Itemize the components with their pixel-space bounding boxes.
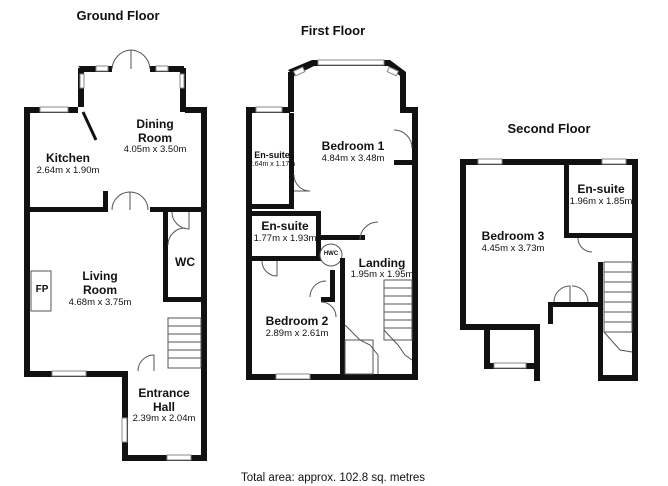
room-label-bedroom-1: Bedroom 1 — [321, 139, 385, 153]
second-floor-heading: Second Floor — [507, 121, 591, 136]
room-label-wc: WC — [175, 255, 195, 269]
room-label-kitchen: Kitchen — [45, 151, 91, 165]
room-dim-ensuite-3: 1.96m x 1.85m — [569, 196, 633, 207]
room-dim-dining: 4.05m x 3.50m — [123, 144, 187, 155]
room-label-bedroom-2: Bedroom 2 — [265, 314, 329, 328]
room-label-ensuite-1: En-suite — [254, 150, 290, 160]
hwc-label: HWC — [323, 251, 339, 257]
first-floor-heading: First Floor — [300, 23, 366, 38]
room-dim-living: 4.68m x 3.75m — [68, 297, 132, 308]
fireplace-label: FP — [35, 284, 49, 295]
total-area: Total area: approx. 102.8 sq. metres — [240, 472, 426, 484]
first-floor-plan — [246, 59, 418, 380]
room-dim-landing: 1.95m x 1.95m — [350, 269, 414, 280]
ground-floor-plan — [24, 49, 207, 461]
room-label-ensuite-2: En-suite — [261, 219, 309, 233]
room-dim-bedroom-3: 4.45m x 3.73m — [481, 243, 545, 254]
room-label-dining: Dining Room — [136, 117, 174, 145]
room-dim-hall: 2.39m x 2.04m — [132, 413, 196, 424]
room-dim-bedroom-1: 4.84m x 3.48m — [321, 153, 385, 164]
room-dim-kitchen: 2.64m x 1.90m — [36, 165, 100, 176]
room-label-bedroom-3: Bedroom 3 — [481, 229, 545, 243]
room-label-hall: Entrance Hall — [138, 386, 190, 414]
ground-floor-heading: Ground Floor — [76, 8, 160, 23]
room-dim-ensuite-1: 2.64m x 1.17m — [248, 161, 296, 168]
room-dim-bedroom-2: 2.89m x 2.61m — [265, 328, 329, 339]
room-label-ensuite-3: En-suite — [577, 182, 625, 196]
room-label-landing: Landing — [358, 256, 406, 270]
room-label-living: Living Room — [82, 269, 118, 297]
second-floor-plan — [460, 158, 638, 381]
room-dim-ensuite-2: 1.77m x 1.93m — [253, 233, 317, 244]
